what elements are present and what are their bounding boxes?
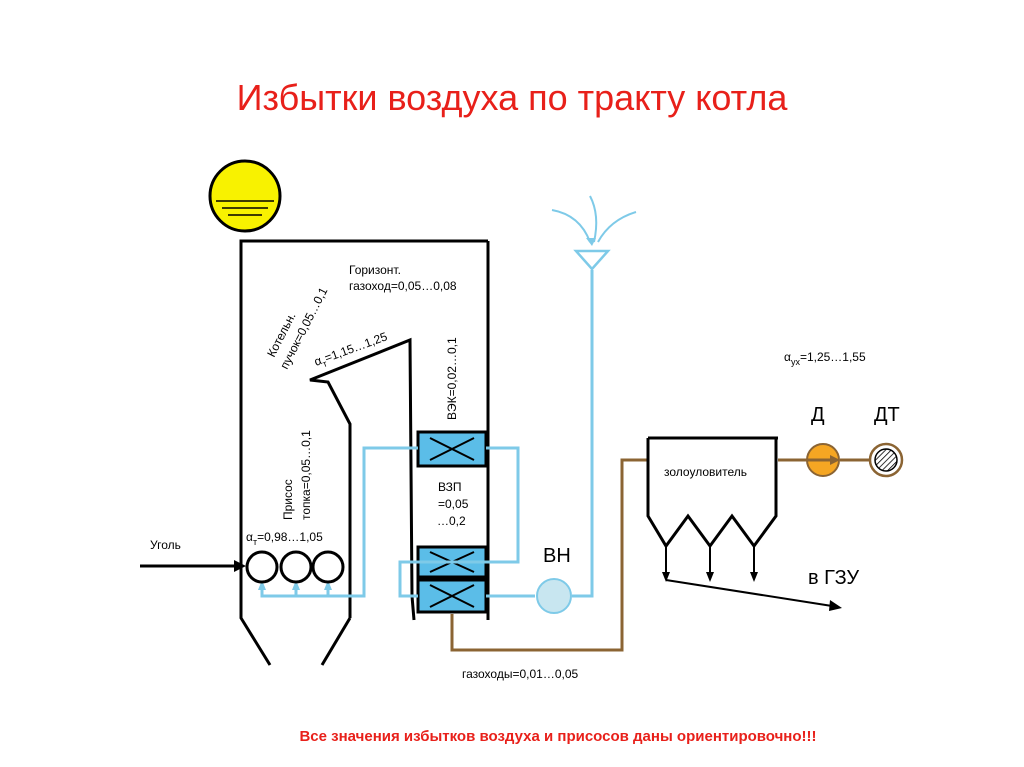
smoke-exhauster-d (806, 443, 840, 477)
stack-dt (868, 442, 904, 478)
exhauster-label: Д (811, 404, 825, 426)
coal-feed-arrow (140, 560, 246, 572)
air-intake-funnel (551, 195, 637, 271)
blower-fan-vn (536, 578, 572, 614)
to-gzu-label: в ГЗУ (808, 567, 859, 589)
stack-label: ДТ (874, 404, 900, 426)
page-title: Избытки воздуха по тракту котла (237, 77, 789, 118)
alpha-top-label: αт=1,15…1,25 (312, 329, 390, 371)
alpha-exhaust-label: αух=1,25…1,55 (784, 350, 866, 367)
footer-note: Все значения избытков воздуха и присосов… (299, 728, 816, 745)
ash-collector (646, 436, 842, 611)
air-heater-upper (416, 430, 488, 468)
horizontal-duct-label-2: газоход=0,05…0,08 (349, 279, 457, 293)
flue-gas-line (450, 458, 870, 652)
air-heater-label-1: ВЗП (438, 480, 461, 494)
boiler-drum (208, 159, 282, 233)
coal-label: Уголь (150, 538, 181, 552)
alpha-furnace-label: αт=0,98…1,05 (246, 530, 323, 547)
burners (245, 550, 345, 584)
blower-fan-label: ВН (543, 545, 571, 567)
firebox-suction-label-1: Присос (281, 479, 295, 520)
economizer-label: ВЭК=0,02…0,1 (445, 337, 459, 420)
air-heater-label-3: …0,2 (437, 514, 466, 528)
horizontal-duct-label-1: Горизонт. (349, 263, 401, 277)
firebox-suction-label-2: топка=0,05…0,1 (299, 430, 313, 520)
ash-collector-label: золоуловитель (664, 465, 747, 479)
air-line (258, 270, 594, 598)
air-heater-label-2: =0,05 (438, 497, 469, 511)
air-heater-lower (416, 578, 488, 614)
gas-ducts-label: газоходы=0,01…0,05 (462, 667, 579, 681)
